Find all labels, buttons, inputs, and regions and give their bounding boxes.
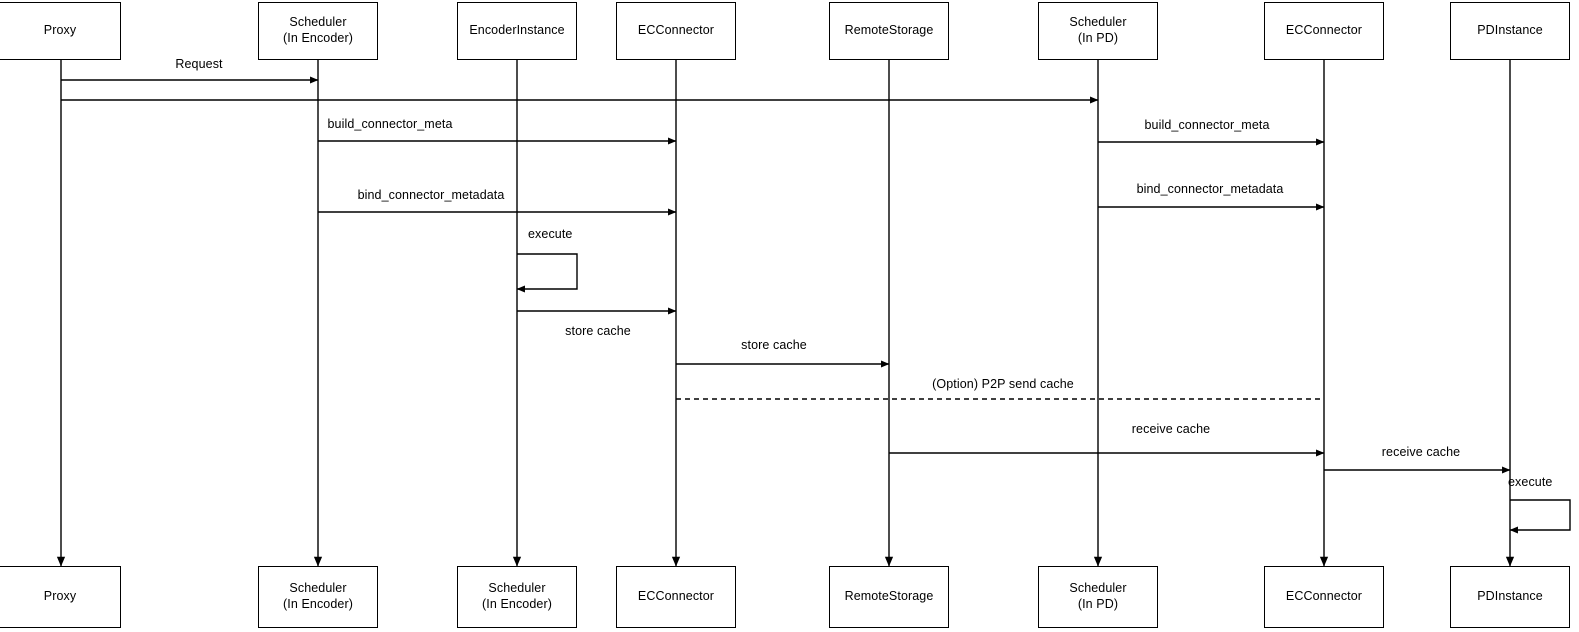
footer-label-scheduler-pd: Scheduler	[1069, 581, 1127, 596]
header-box-pdinstance: PDInstance	[1450, 2, 1570, 60]
header-box-scheduler-enc: Scheduler(In Encoder)	[258, 2, 378, 60]
footer-box-remotestorage: RemoteStorage	[829, 566, 949, 628]
footer-box-proxy: Proxy	[0, 566, 121, 628]
footer-sublabel-scheduler-pd: (In PD)	[1077, 597, 1119, 611]
footer-label-ecconnector-enc: ECConnector	[637, 589, 715, 604]
footer-label-encoder-inst: Scheduler	[488, 581, 546, 596]
header-box-remotestorage: RemoteStorage	[829, 2, 949, 60]
footer-box-scheduler-pd: Scheduler(In PD)	[1038, 566, 1158, 628]
message-label-build-meta-pd: build_connector_meta	[1144, 118, 1270, 132]
footer-box-ecconnector-enc: ECConnector	[616, 566, 736, 628]
header-box-proxy: Proxy	[0, 2, 121, 60]
footer-box-scheduler-enc: Scheduler(In Encoder)	[258, 566, 378, 628]
header-sublabel-scheduler-pd: (In PD)	[1077, 31, 1119, 45]
footer-sublabel-scheduler-enc: (In Encoder)	[283, 597, 353, 611]
header-box-scheduler-pd: Scheduler(In PD)	[1038, 2, 1158, 60]
message-label-request: Request	[175, 57, 223, 71]
message-label-p2p-send-cache: (Option) P2P send cache	[932, 377, 1074, 391]
footer-label-remotestorage: RemoteStorage	[844, 589, 934, 604]
header-sublabel-scheduler-enc: (In Encoder)	[283, 31, 353, 45]
footer-box-pdinstance: PDInstance	[1450, 566, 1570, 628]
footer-label-ecconnector-pd: ECConnector	[1285, 589, 1363, 604]
message-label-bind-meta-enc: bind_connector_metadata	[357, 188, 505, 202]
self-messages-layer	[516, 253, 1571, 534]
footer-box-encoder-inst: Scheduler(In Encoder)	[457, 566, 577, 628]
header-label-proxy: Proxy	[43, 23, 77, 38]
self-message-label-execute-encoder: execute	[528, 227, 573, 241]
message-label-bind-meta-pd: bind_connector_metadata	[1136, 182, 1284, 196]
message-label-receive-cache-2: receive cache	[1381, 445, 1461, 459]
self-message-execute-pdinstance	[1509, 499, 1571, 534]
header-label-scheduler-pd: Scheduler	[1069, 15, 1127, 30]
header-label-ecconnector-pd: ECConnector	[1285, 23, 1363, 38]
header-box-encoder-inst: EncoderInstance	[457, 2, 577, 60]
footer-label-proxy: Proxy	[43, 589, 77, 604]
message-label-build-meta-enc: build_connector_meta	[327, 117, 453, 131]
message-label-store-cache-2: store cache	[741, 338, 807, 352]
header-box-ecconnector-pd: ECConnector	[1264, 2, 1384, 60]
header-box-ecconnector-enc: ECConnector	[616, 2, 736, 60]
footer-box-ecconnector-pd: ECConnector	[1264, 566, 1384, 628]
footer-label-pdinstance: PDInstance	[1477, 589, 1543, 604]
header-label-encoder-inst: EncoderInstance	[469, 23, 565, 38]
header-label-scheduler-enc: Scheduler	[289, 15, 347, 30]
message-label-store-cache-1: store cache	[565, 324, 631, 338]
self-message-label-execute-pdinstance: execute	[1508, 475, 1553, 489]
footer-sublabel-encoder-inst: (In Encoder)	[482, 597, 552, 611]
footer-label-scheduler-enc: Scheduler	[289, 581, 347, 596]
message-label-receive-cache-1: receive cache	[1131, 422, 1211, 436]
header-label-ecconnector-enc: ECConnector	[637, 23, 715, 38]
lifelines-layer	[56, 60, 1515, 567]
self-message-execute-encoder	[516, 253, 578, 293]
header-label-remotestorage: RemoteStorage	[844, 23, 934, 38]
messages-layer	[61, 76, 1511, 474]
header-label-pdinstance: PDInstance	[1477, 23, 1543, 38]
